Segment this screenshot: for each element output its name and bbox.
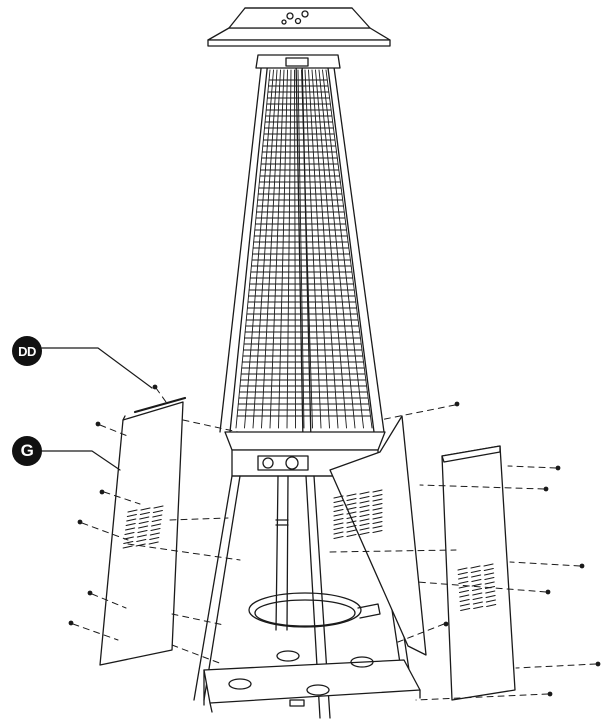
ignition-knob-icon: [262, 457, 274, 469]
top-cap: [207, 7, 391, 47]
flame-screen-mesh: [235, 69, 373, 429]
callout-g-label: G: [20, 441, 34, 460]
callout-dd-label: DD: [18, 343, 36, 359]
base-plate: [203, 650, 421, 713]
callout-g-badge: G: [12, 436, 42, 466]
gas-pipe-and-tank-ring: [248, 475, 381, 631]
side-panel-right: [441, 445, 516, 701]
side-panel-left: [99, 396, 187, 666]
control-knob-icon: [285, 456, 299, 470]
callout-dd-badge: DD: [12, 336, 42, 366]
callout-leaders: [41, 347, 153, 471]
pyramid-frame: [219, 54, 385, 443]
screws: [68, 384, 601, 697]
side-panel-center: [329, 415, 427, 656]
assembly-leader-lines: [72, 387, 597, 701]
